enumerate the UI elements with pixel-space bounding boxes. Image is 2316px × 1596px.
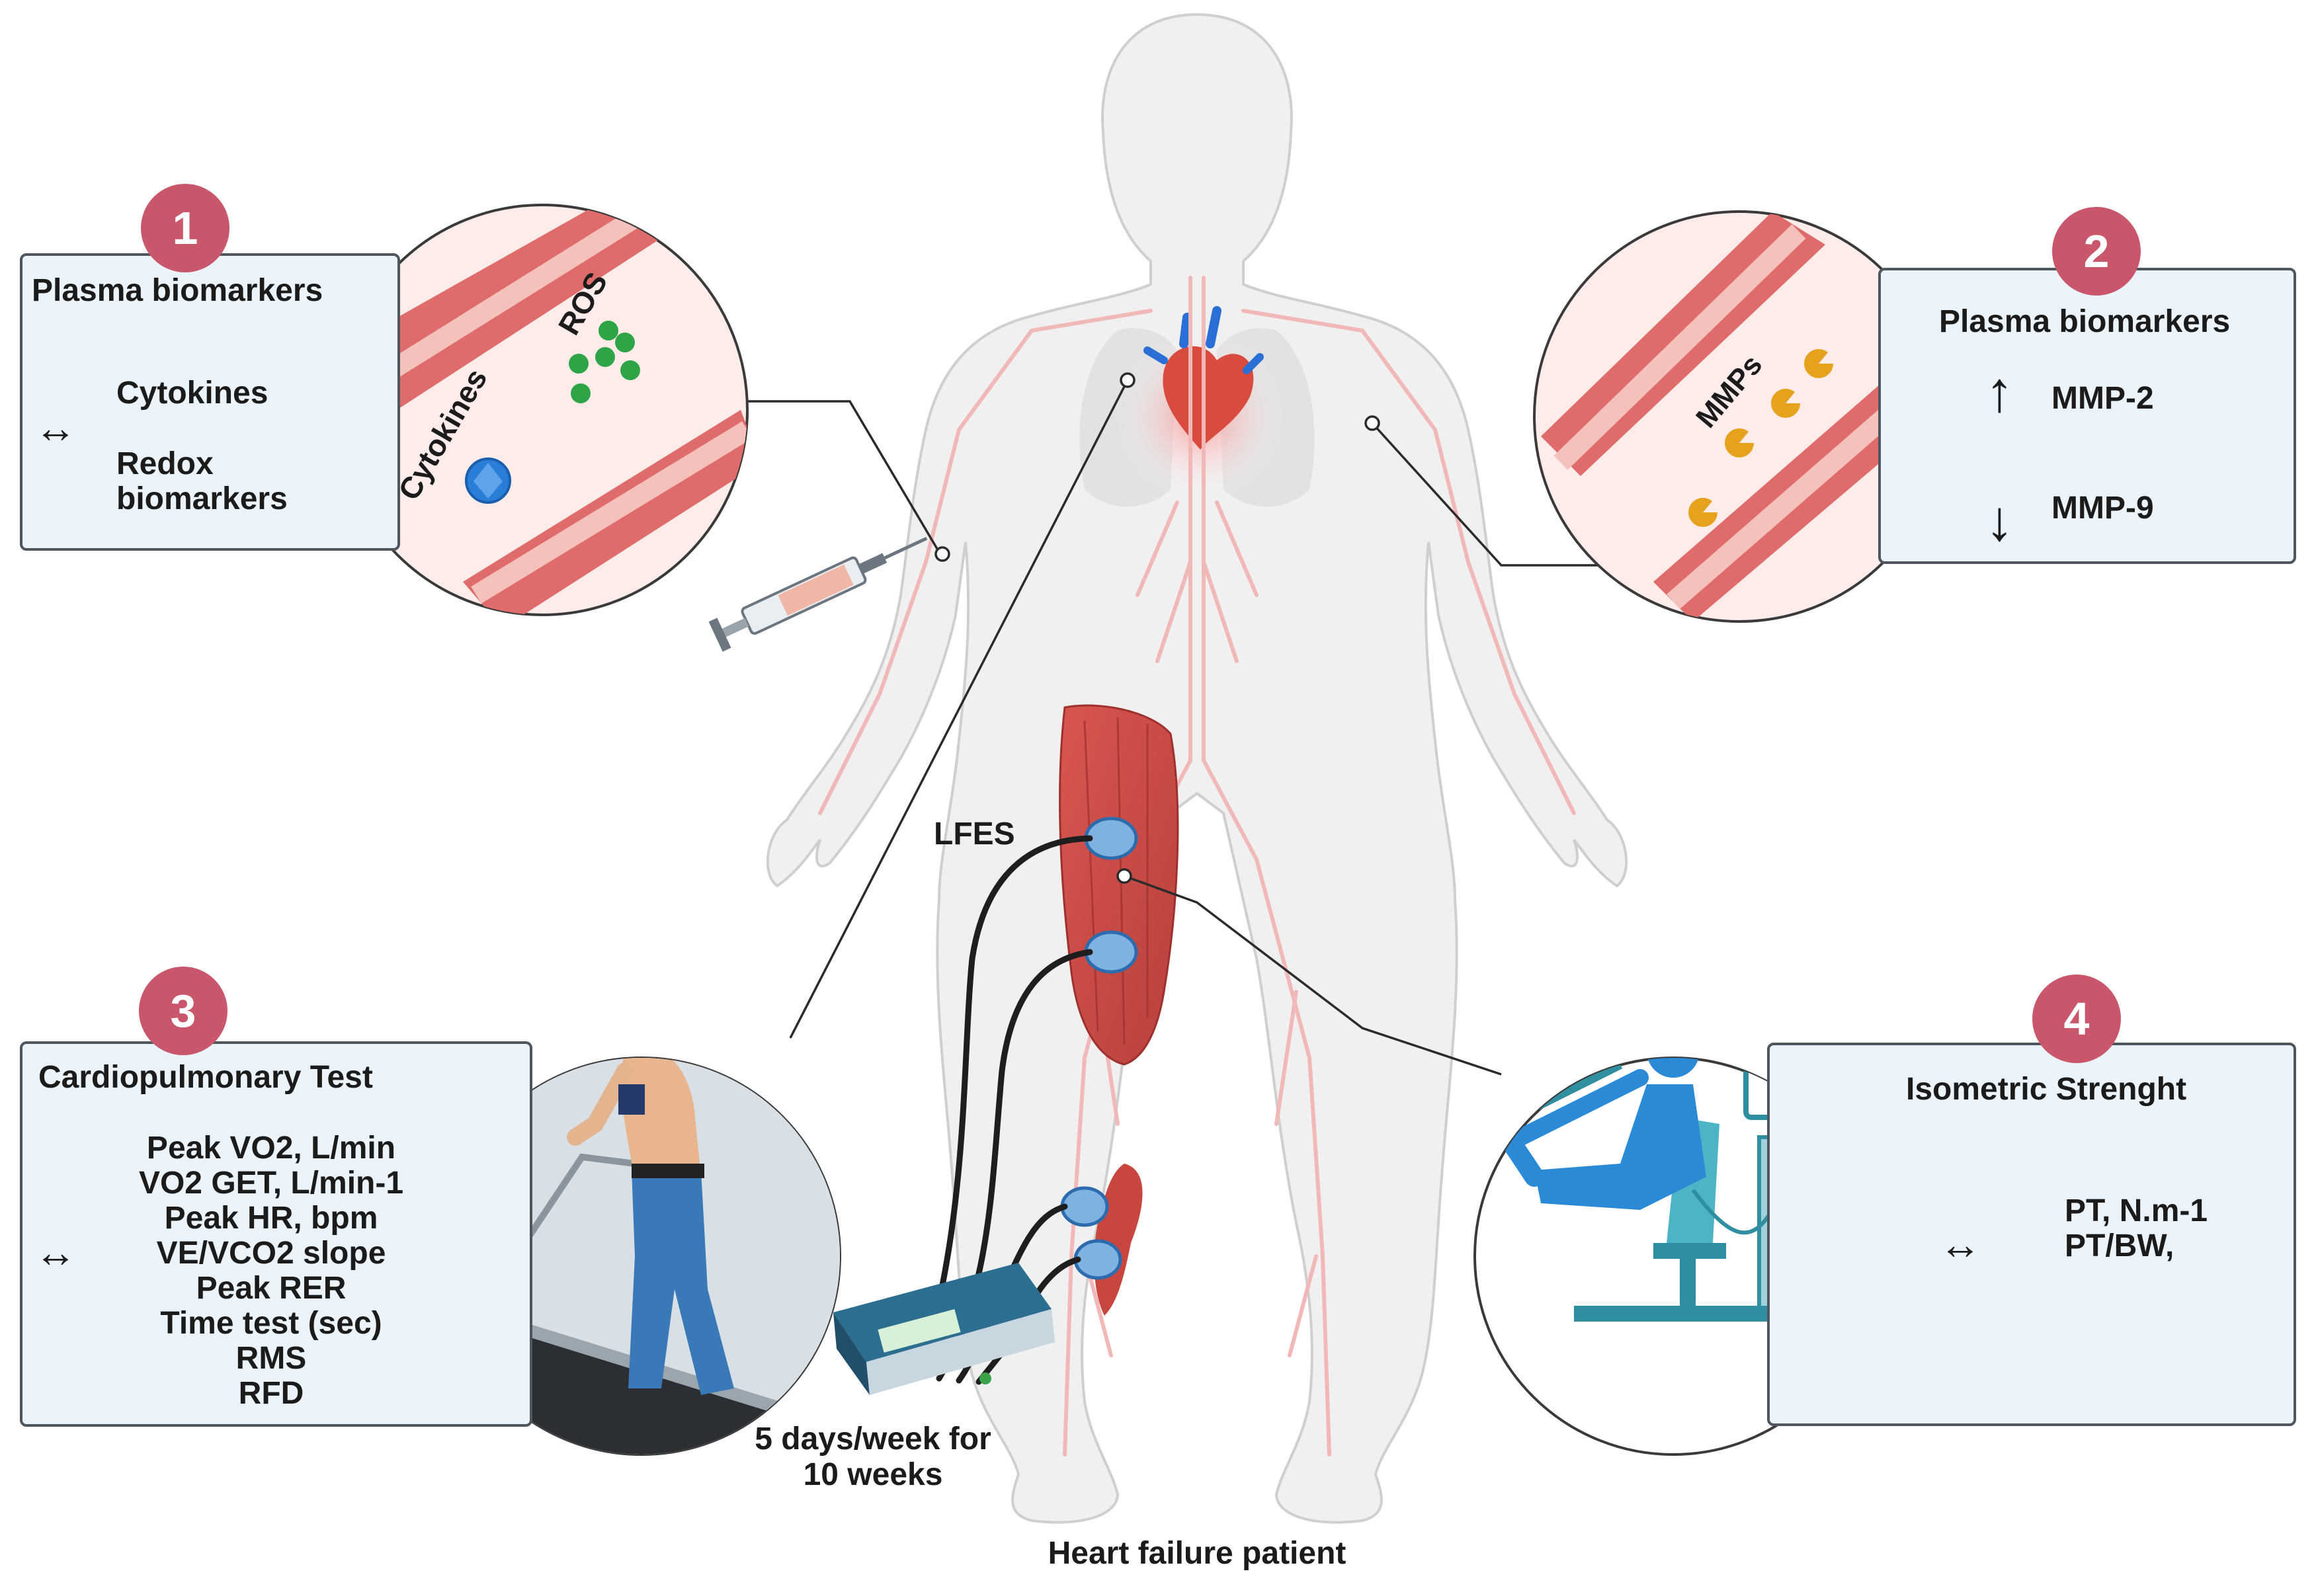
panel3-item: RFD <box>238 1376 304 1411</box>
step-badge-3: 3 <box>139 967 227 1055</box>
panel1-item-biomarkers: biomarkers <box>116 481 288 516</box>
panel-cardiopulmonary-test <box>20 1041 532 1427</box>
panel3-item: Peak VO2, L/min <box>146 1131 396 1166</box>
panel3-title: Cardiopulmonary Test <box>38 1060 373 1095</box>
leader-lines <box>744 372 1614 1076</box>
bidirectional-arrow-icon: ↔ <box>34 1228 77 1276</box>
up-arrow-icon: ↑ <box>1985 360 2014 424</box>
panel4-title: Isometric Strenght <box>1906 1072 2187 1107</box>
down-arrow-icon: ↓ <box>1985 489 2014 553</box>
panel2-item-mmp2: MMP-2 <box>2051 381 2154 416</box>
step-badge-4: 4 <box>2032 975 2121 1063</box>
treadmill-inset <box>442 1057 841 1456</box>
schedule-line: 5 days/week for <box>755 1421 991 1456</box>
panel-isometric-strength <box>1767 1043 2296 1426</box>
panel1-title: Plasma biomarkers <box>32 273 323 308</box>
panel4-item-ptbw: PT/BW, <box>2065 1228 2174 1263</box>
panel1-item-redox: Redox <box>116 446 214 481</box>
panel3-item: VO2 GET, L/min-1 <box>138 1166 404 1201</box>
vessel-inset-1: ROS Cytokines <box>336 204 749 616</box>
lfes-label: LFES <box>934 817 1015 852</box>
bidirectional-arrow-icon: ↔ <box>1939 1220 1981 1268</box>
panel3-item: Peak RER <box>196 1271 347 1306</box>
schedule-line: 10 weeks <box>803 1457 943 1492</box>
step-badge-2: 2 <box>2052 207 2141 296</box>
panel3-item: VE/VCO2 slope <box>156 1236 386 1271</box>
panel-plasma-biomarkers-2 <box>1878 268 2296 564</box>
panel2-item-mmp9: MMP-9 <box>2051 491 2154 526</box>
step-badge-1: 1 <box>141 184 229 272</box>
electrode-pads <box>1060 817 1138 1280</box>
panel3-item: Time test (sec) <box>160 1306 382 1341</box>
panel3-item: Peak HR, bpm <box>164 1201 378 1236</box>
panel2-title: Plasma biomarkers <box>1939 304 2231 339</box>
bidirectional-arrow-icon: ↔ <box>34 404 77 452</box>
panel3-item: RMS <box>235 1341 307 1376</box>
syringe-icon <box>708 537 928 652</box>
figure-caption: Heart failure patient <box>1048 1536 1346 1571</box>
panel1-item-cytokines: Cytokines <box>116 376 269 411</box>
panel3-item-list: Peak VO2, L/min VO2 GET, L/min-1 Peak HR… <box>112 1131 430 1411</box>
panel4-item-pt: PT, N.m-1 <box>2065 1193 2208 1228</box>
stimulator-device <box>833 1263 1055 1395</box>
schedule-label: 5 days/week for 10 weeks <box>721 1421 1025 1493</box>
